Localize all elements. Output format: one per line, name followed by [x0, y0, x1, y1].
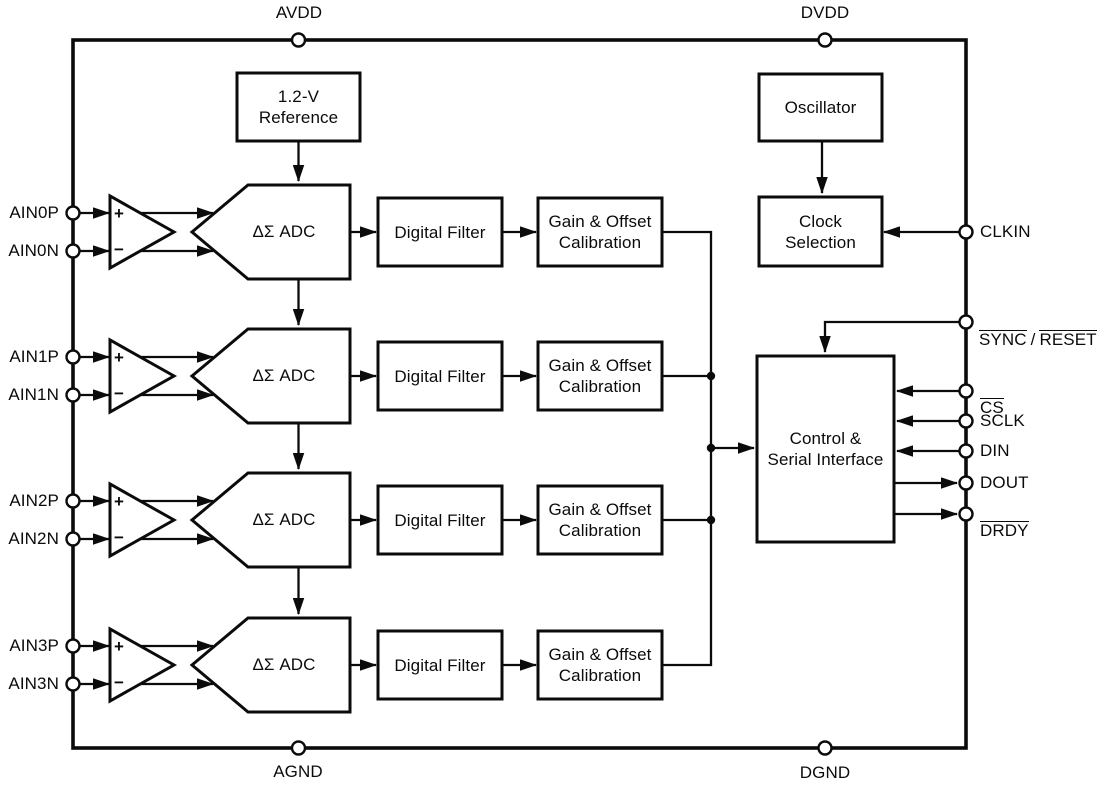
dout-pin-label: DOUT: [980, 473, 1029, 492]
sync-label: SYNC: [979, 330, 1027, 349]
junction-dot: [706, 443, 716, 453]
sync-reset-pin-label: SYNC/RESET: [979, 311, 1097, 349]
digital-filter-shape: [376, 340, 504, 412]
adc-block-label: ΔΣ ADC: [252, 222, 316, 241]
dvdd-pin-label: DVDD: [800, 3, 850, 22]
din-pin-circle: [958, 443, 974, 459]
ain1n-pin-circle: [65, 387, 81, 403]
dgnd-pin-label: DGND: [799, 763, 851, 782]
calibration-label: Gain & Offset Calibration: [548, 500, 652, 540]
sync-reset-pin-circle: [958, 314, 974, 330]
calibration-label: Gain & Offset Calibration: [548, 212, 652, 252]
ain3n-pin-label: AIN3N: [8, 674, 59, 693]
ain1n-pin-label: AIN1N: [8, 385, 59, 404]
ain0p-pin-circle: [65, 205, 81, 221]
amp-plus-label: +: [113, 637, 125, 656]
cs-pin-circle: [958, 383, 974, 399]
control-serial-block-shape: [755, 354, 896, 544]
calibration-label: Gain & Offset Calibration: [548, 356, 652, 396]
adc-block-label: ΔΣ ADC: [252, 510, 316, 529]
ain1p-pin-label: AIN1P: [9, 347, 59, 366]
calibration-shape: [536, 629, 664, 701]
avdd-pin-label: AVDD: [275, 3, 323, 22]
sync-reset-wire: [819, 320, 959, 353]
sclk-pin-label: SCLK: [980, 411, 1025, 430]
ain0n-pin-circle: [65, 243, 81, 259]
control-serial-block-label: Control & Serial Interface: [767, 429, 884, 469]
avdd-pin-circle: [290, 32, 307, 48]
amp-minus-label: −: [113, 240, 125, 259]
ain3n-pin-circle: [65, 676, 81, 692]
din-pin-label: DIN: [980, 441, 1010, 460]
reset-label: RESET: [1039, 330, 1097, 349]
ain2n-pin-circle: [65, 531, 81, 547]
oscillator-block-shape: [757, 72, 884, 143]
ain2p-pin-circle: [65, 493, 81, 509]
dvdd-pin-circle: [817, 32, 833, 48]
digital-filter-shape: [376, 196, 504, 268]
ain2n-pin-label: AIN2N: [8, 529, 59, 548]
ain2p-pin-label: AIN2P: [9, 491, 59, 510]
sclk-pin-circle: [958, 413, 974, 429]
clkin-pin-circle: [958, 224, 974, 240]
dgnd-pin-circle: [817, 740, 833, 756]
agnd-pin-label: AGND: [273, 762, 323, 781]
calibration-label: Gain & Offset Calibration: [548, 645, 652, 685]
amp-plus-label: +: [113, 348, 125, 367]
drdy-pin-circle: [958, 506, 974, 522]
channel-2-shapes: [80, 471, 664, 569]
reference-block-label: 1.2-V Reference: [258, 87, 339, 127]
agnd-pin-circle: [290, 740, 307, 756]
serial-wires: [819, 320, 959, 520]
clkin-pin-label: CLKIN: [980, 222, 1031, 241]
adc-block-label: ΔΣ ADC: [252, 655, 316, 674]
amp-minus-label: −: [113, 673, 125, 692]
channel-3-shapes: [80, 616, 664, 714]
digital-filter-label: Digital Filter: [394, 366, 486, 386]
digital-filter-label: Digital Filter: [394, 222, 486, 242]
data-bus-wires: [662, 230, 755, 667]
ain1p-pin-circle: [65, 349, 81, 365]
calibration-shape: [536, 196, 664, 268]
clock-wires: [816, 141, 959, 238]
bus-outline: [662, 230, 713, 667]
calibration-shape: [536, 484, 664, 556]
cs-pin-label: CS: [980, 398, 1004, 417]
digital-filter-label: Digital Filter: [394, 655, 486, 675]
amp-plus-label: +: [113, 204, 125, 223]
amp-minus-label: −: [113, 384, 125, 403]
pin-circles: [65, 32, 974, 756]
digital-filter-shape: [376, 629, 504, 701]
clock-selection-block-label: Clock Selection: [785, 211, 856, 252]
amp-minus-label: −: [113, 528, 125, 547]
ain0n-pin-label: AIN0N: [8, 241, 59, 260]
ain3p-pin-label: AIN3P: [9, 636, 59, 655]
adc-hexagon: [189, 616, 352, 714]
junction-dot: [706, 371, 716, 381]
amp-plus-label: +: [113, 492, 125, 511]
junction-dot: [706, 515, 716, 525]
digital-filter-label: Digital Filter: [394, 510, 486, 530]
sync-reset-separator: /: [1030, 330, 1036, 349]
adc-block-label: ΔΣ ADC: [252, 366, 316, 385]
clock-selection-block-shape: [757, 195, 884, 268]
ain3p-pin-circle: [65, 638, 81, 654]
drdy-pin-label: DRDY: [980, 521, 1029, 540]
oscillator-block-label: Oscillator: [784, 98, 857, 117]
dout-pin-circle: [958, 475, 974, 491]
ain0p-pin-label: AIN0P: [9, 203, 59, 222]
